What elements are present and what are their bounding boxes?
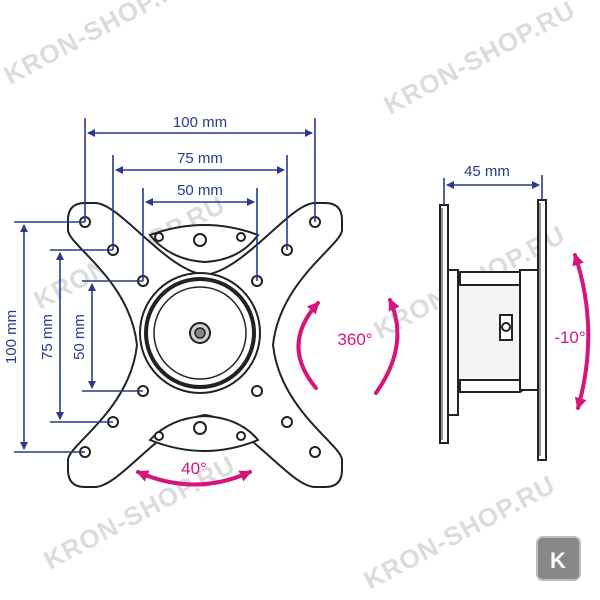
watermark-text: KRON-SHOP.RU xyxy=(359,469,561,595)
depth-label: 45 mm xyxy=(464,163,510,180)
dim-50-horizontal: 50 mm xyxy=(177,182,223,199)
logo-letter: K xyxy=(550,548,566,573)
tilt-arrow xyxy=(572,253,591,410)
depth-dimension xyxy=(443,175,543,205)
swivel-label: 40° xyxy=(181,459,207,478)
dim-75-vertical: 75 mm xyxy=(39,314,56,360)
dim-100-vertical: 100 mm xyxy=(3,310,20,364)
swivel-arrow xyxy=(136,470,252,487)
watermark-text: KRON-SHOP.RU xyxy=(0,0,200,90)
watermark-text: KRON-SHOP.RU xyxy=(379,0,581,120)
rotation-label: 360° xyxy=(337,330,372,349)
rotation-disc xyxy=(139,272,261,394)
side-view xyxy=(439,199,547,461)
vertical-dimensions xyxy=(14,221,143,453)
horizontal-dimensions xyxy=(84,118,316,281)
dim-50-vertical: 50 mm xyxy=(71,314,88,360)
tilt-label: -10° xyxy=(554,328,585,347)
dim-75-horizontal: 75 mm xyxy=(177,150,223,167)
kron-logo: K xyxy=(536,536,581,581)
vesa-holes xyxy=(79,216,321,458)
dim-100-horizontal: 100 mm xyxy=(173,114,227,131)
rotation-arrows xyxy=(296,298,400,395)
